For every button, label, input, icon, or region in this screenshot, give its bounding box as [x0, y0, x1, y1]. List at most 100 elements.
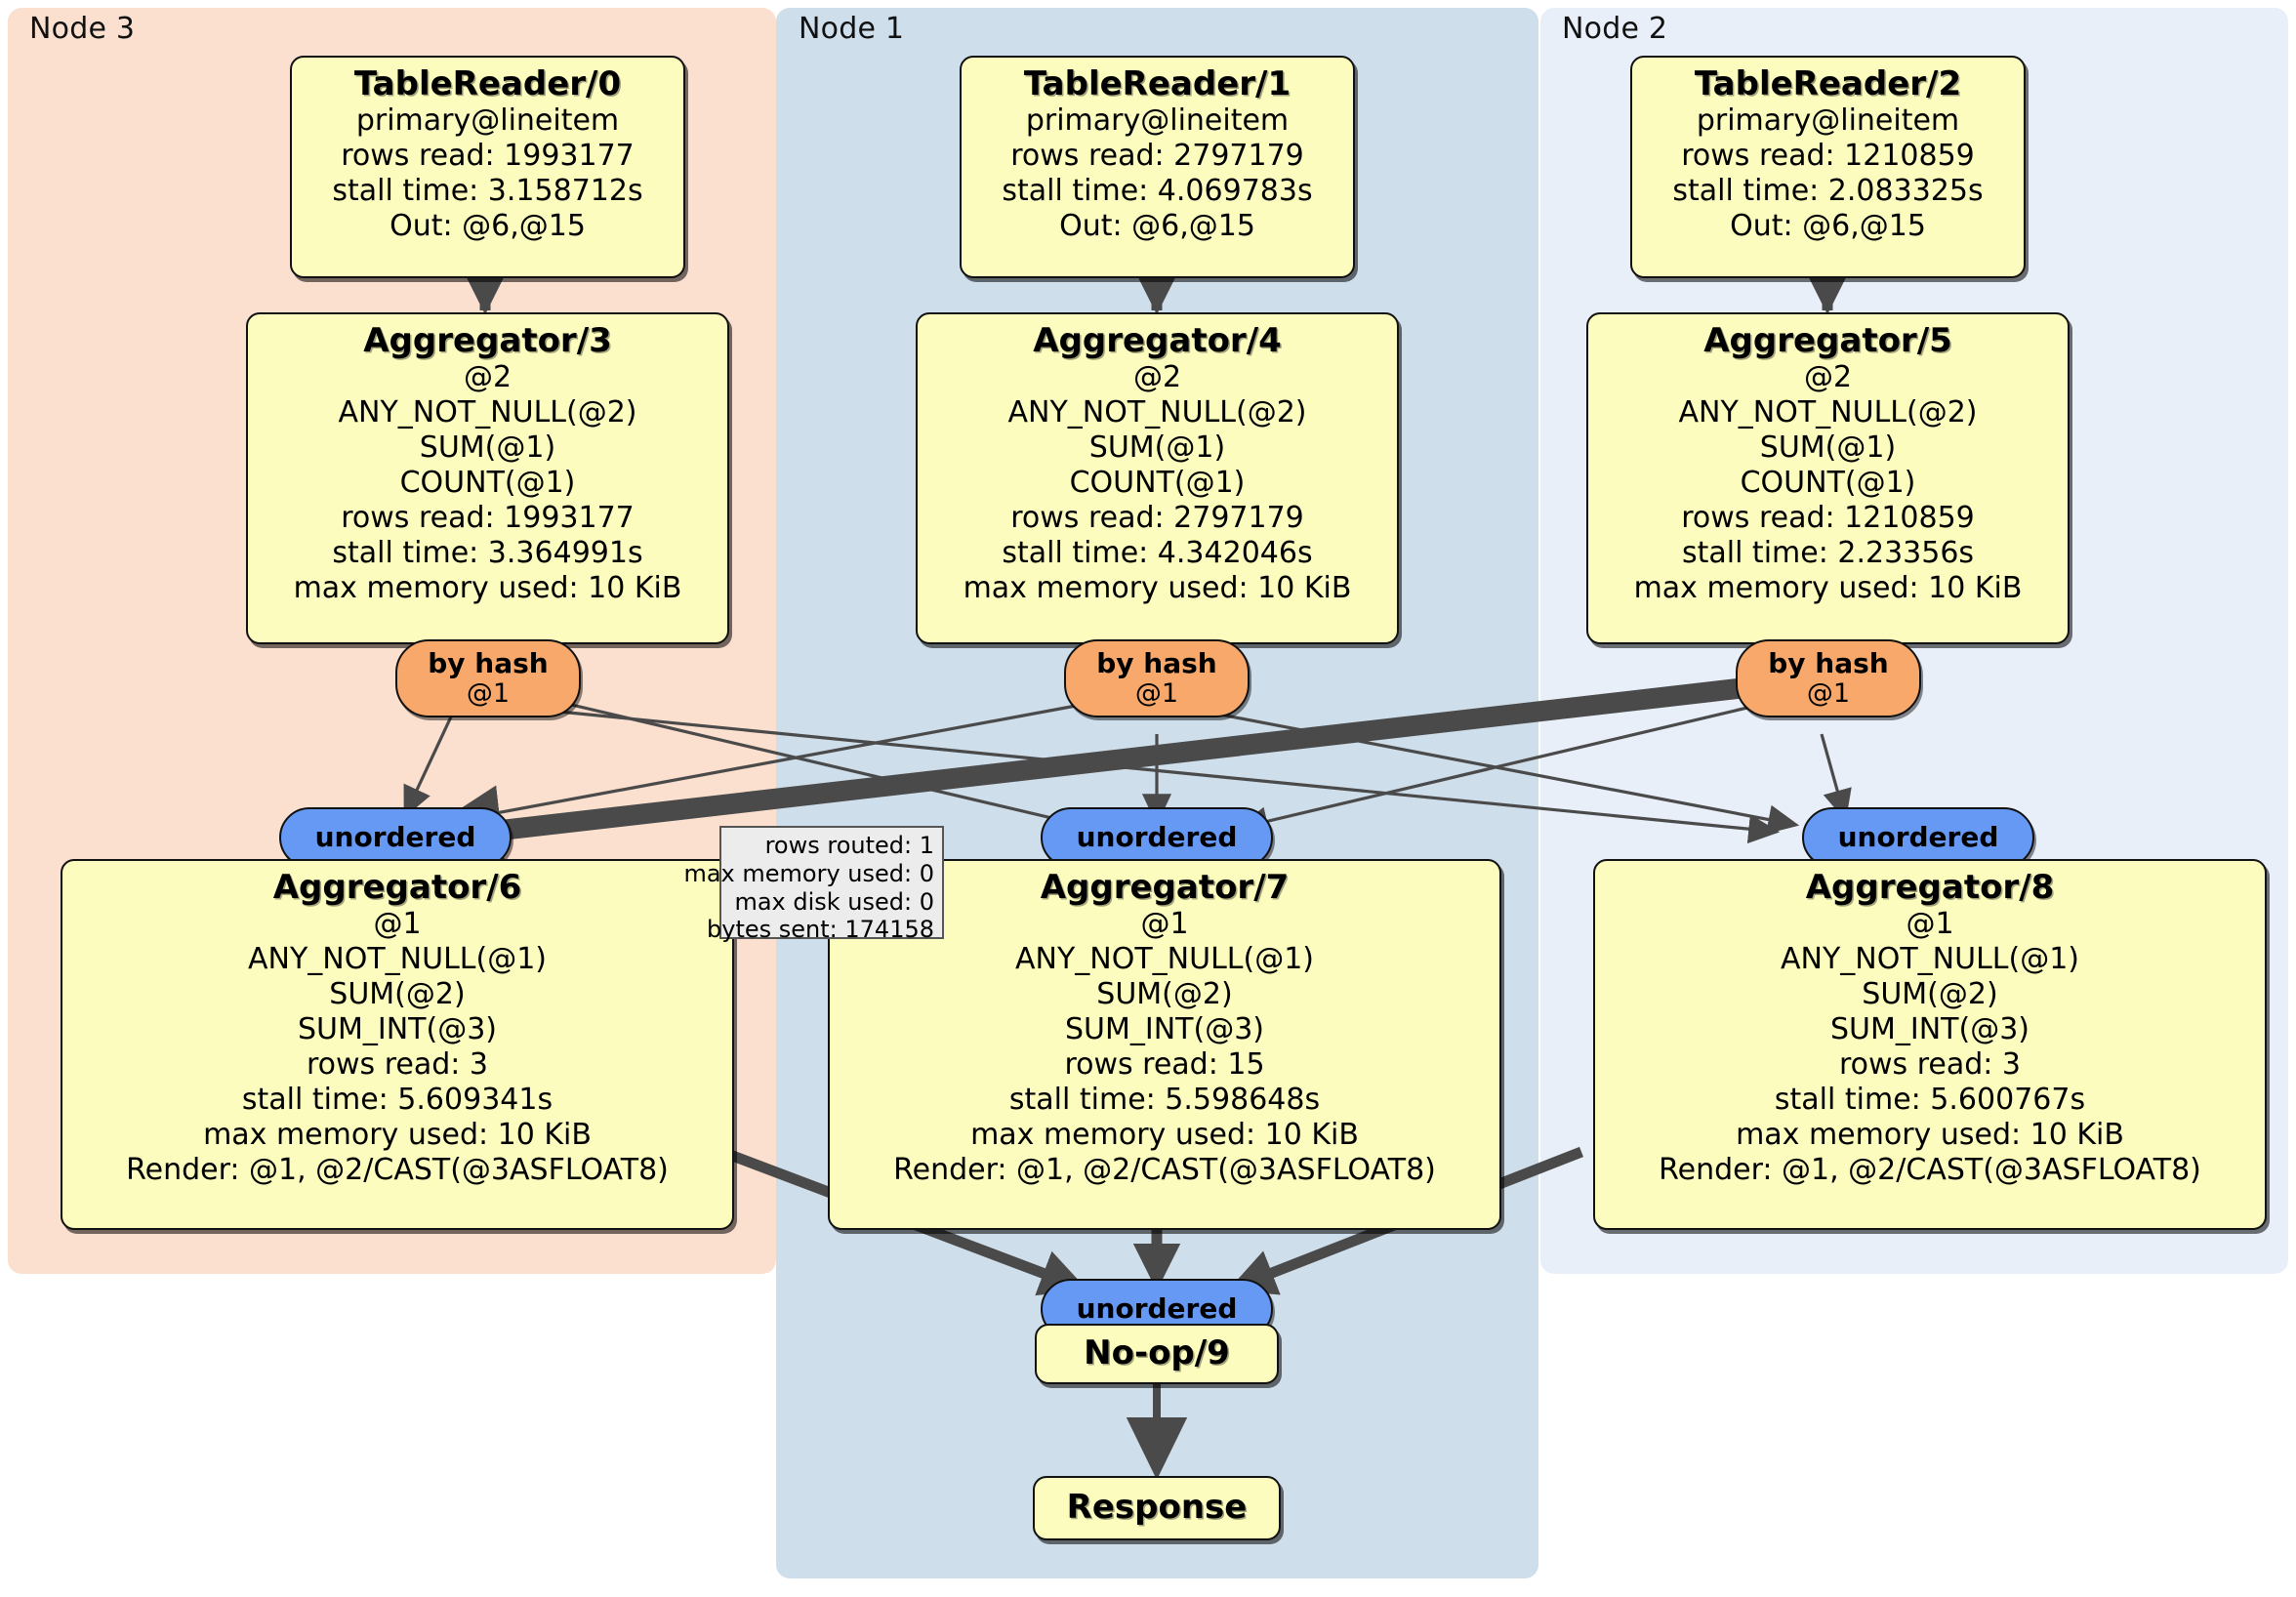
reader-out: Out: @6,@15: [390, 209, 586, 244]
reader-source: primary@lineitem: [1696, 103, 1960, 139]
reader-rows-read: rows read: 1993177: [341, 139, 635, 174]
operator-aggregator-5[interactable]: Aggregator/5 @2 ANY_NOT_NULL(@2) SUM(@1)…: [1586, 312, 2070, 644]
operator-title: Aggregator/8: [1805, 868, 2055, 907]
agg-stall-time: stall time: 5.609341s: [241, 1083, 554, 1118]
router-by-hash-node1[interactable]: by hash @1: [1064, 639, 1250, 717]
agg-max-memory: max memory used: 10 KiB: [1633, 571, 2023, 606]
operator-title: TableReader/0: [353, 64, 622, 103]
reader-source: primary@lineitem: [355, 103, 620, 139]
reader-stall-time: stall time: 2.083325s: [1672, 174, 1984, 209]
reader-rows-read: rows read: 1210859: [1681, 139, 1975, 174]
operator-aggregator-8[interactable]: Aggregator/8 @1 ANY_NOT_NULL(@1) SUM(@2)…: [1593, 859, 2267, 1230]
stream-label: unordered: [1837, 820, 1999, 853]
stream-unordered-node1[interactable]: unordered: [1041, 807, 1273, 868]
panel-label-node2: Node 2: [1562, 12, 1668, 46]
operator-title: TableReader/2: [1694, 64, 1962, 103]
agg-func-3: COUNT(@1): [1740, 466, 1916, 501]
operator-tablereader-0[interactable]: TableReader/0 primary@lineitem rows read…: [290, 56, 685, 278]
router-column: @1: [466, 677, 511, 709]
agg-func-1: ANY_NOT_NULL(@1): [1781, 942, 2079, 977]
operator-response[interactable]: Response: [1033, 1476, 1281, 1540]
stream-label: unordered: [1076, 820, 1238, 853]
reader-stall-time: stall time: 4.069783s: [1002, 174, 1313, 209]
agg-func-3: COUNT(@1): [1069, 466, 1246, 501]
agg-rows-read: rows read: 3: [306, 1047, 489, 1083]
agg-func-2: SUM(@1): [1088, 430, 1226, 466]
agg-func-3: SUM_INT(@3): [298, 1012, 497, 1047]
agg-max-memory: max memory used: 10 KiB: [963, 571, 1352, 606]
agg-group: @2: [1132, 360, 1182, 395]
operator-no-op-9[interactable]: No-op/9: [1035, 1324, 1279, 1384]
reader-source: primary@lineitem: [1025, 103, 1290, 139]
agg-rows-read: rows read: 1993177: [341, 501, 635, 536]
stat-bytes-sent: bytes sent: 174158: [707, 916, 934, 944]
agg-stall-time: stall time: 5.600767s: [1774, 1083, 2086, 1118]
agg-rows-read: rows read: 2797179: [1010, 501, 1304, 536]
router-column: @1: [1134, 677, 1179, 709]
agg-func-1: ANY_NOT_NULL(@1): [248, 942, 547, 977]
agg-rows-read: rows read: 15: [1064, 1047, 1265, 1083]
router-label: by hash: [1768, 646, 1889, 679]
agg-group: @1: [1906, 907, 1954, 942]
operator-tablereader-2[interactable]: TableReader/2 primary@lineitem rows read…: [1630, 56, 2026, 278]
stream-unordered-node2[interactable]: unordered: [1802, 807, 2034, 868]
stat-max-disk-used: max disk used: 0: [734, 887, 934, 916]
agg-stall-time: stall time: 2.23356s: [1681, 536, 1975, 571]
operator-title: No-op/9: [1084, 1333, 1230, 1373]
router-by-hash-node3[interactable]: by hash @1: [395, 639, 581, 717]
agg-max-memory: max memory used: 10 KiB: [203, 1118, 592, 1153]
agg-stall-time: stall time: 3.364991s: [332, 536, 643, 571]
agg-group: @1: [373, 907, 422, 942]
operator-title: Response: [1066, 1488, 1248, 1528]
agg-func-2: SUM(@2): [329, 977, 466, 1012]
agg-func-3: SUM_INT(@3): [1830, 1012, 2030, 1047]
stream-label: unordered: [314, 820, 476, 853]
agg-func-1: ANY_NOT_NULL(@2): [1678, 395, 1978, 430]
stream-unordered-node3[interactable]: unordered: [279, 807, 512, 868]
agg-group: @1: [1140, 907, 1189, 942]
agg-func-3: SUM_INT(@3): [1065, 1012, 1264, 1047]
agg-func-1: ANY_NOT_NULL(@1): [1015, 942, 1314, 977]
agg-max-memory: max memory used: 10 KiB: [1736, 1118, 2124, 1153]
panel-label-node1: Node 1: [799, 12, 905, 46]
agg-func-2: SUM(@1): [419, 430, 556, 466]
agg-rows-read: rows read: 3: [1838, 1047, 2022, 1083]
agg-stall-time: stall time: 4.342046s: [1002, 536, 1313, 571]
router-by-hash-node2[interactable]: by hash @1: [1736, 639, 1921, 717]
stream-label: unordered: [1076, 1291, 1238, 1325]
agg-group: @2: [1803, 360, 1853, 395]
reader-out: Out: @6,@15: [1059, 209, 1255, 244]
reader-out: Out: @6,@15: [1730, 209, 1926, 244]
stat-max-memory-used: max memory used: 0: [683, 859, 934, 887]
agg-func-2: SUM(@2): [1096, 977, 1233, 1012]
router-label: by hash: [428, 646, 549, 679]
agg-max-memory: max memory used: 10 KiB: [970, 1118, 1359, 1153]
operator-title: Aggregator/5: [1703, 321, 1952, 360]
operator-title: Aggregator/4: [1033, 321, 1282, 360]
router-label: by hash: [1096, 646, 1217, 679]
agg-func-2: SUM(@1): [1759, 430, 1897, 466]
operator-aggregator-6[interactable]: Aggregator/6 @1 ANY_NOT_NULL(@1) SUM(@2)…: [61, 859, 734, 1230]
agg-func-2: SUM(@2): [1862, 977, 1998, 1012]
operator-aggregator-3[interactable]: Aggregator/3 @2 ANY_NOT_NULL(@2) SUM(@1)…: [246, 312, 729, 644]
operator-tablereader-1[interactable]: TableReader/1 primary@lineitem rows read…: [960, 56, 1355, 278]
agg-func-3: COUNT(@1): [399, 466, 576, 501]
agg-stall-time: stall time: 5.598648s: [1008, 1083, 1321, 1118]
operator-aggregator-4[interactable]: Aggregator/4 @2 ANY_NOT_NULL(@2) SUM(@1)…: [916, 312, 1399, 644]
agg-rows-read: rows read: 1210859: [1681, 501, 1975, 536]
operator-title: Aggregator/3: [363, 321, 612, 360]
agg-group: @2: [463, 360, 512, 395]
stat-rows-routed: rows routed: 1: [764, 832, 934, 859]
agg-render: Render: @1, @2/CAST(@3ASFLOAT8): [1659, 1153, 2201, 1188]
operator-title: Aggregator/7: [1040, 868, 1290, 907]
agg-func-1: ANY_NOT_NULL(@2): [338, 395, 637, 430]
agg-func-1: ANY_NOT_NULL(@2): [1007, 395, 1307, 430]
router-stats-tooltip: rows routed: 1 max memory used: 0 max di…: [683, 826, 944, 943]
operator-title: TableReader/1: [1023, 64, 1292, 103]
operator-title: Aggregator/6: [272, 868, 522, 907]
panel-label-node3: Node 3: [29, 12, 136, 46]
reader-rows-read: rows read: 2797179: [1010, 139, 1304, 174]
agg-max-memory: max memory used: 10 KiB: [293, 571, 682, 606]
reader-stall-time: stall time: 3.158712s: [332, 174, 643, 209]
